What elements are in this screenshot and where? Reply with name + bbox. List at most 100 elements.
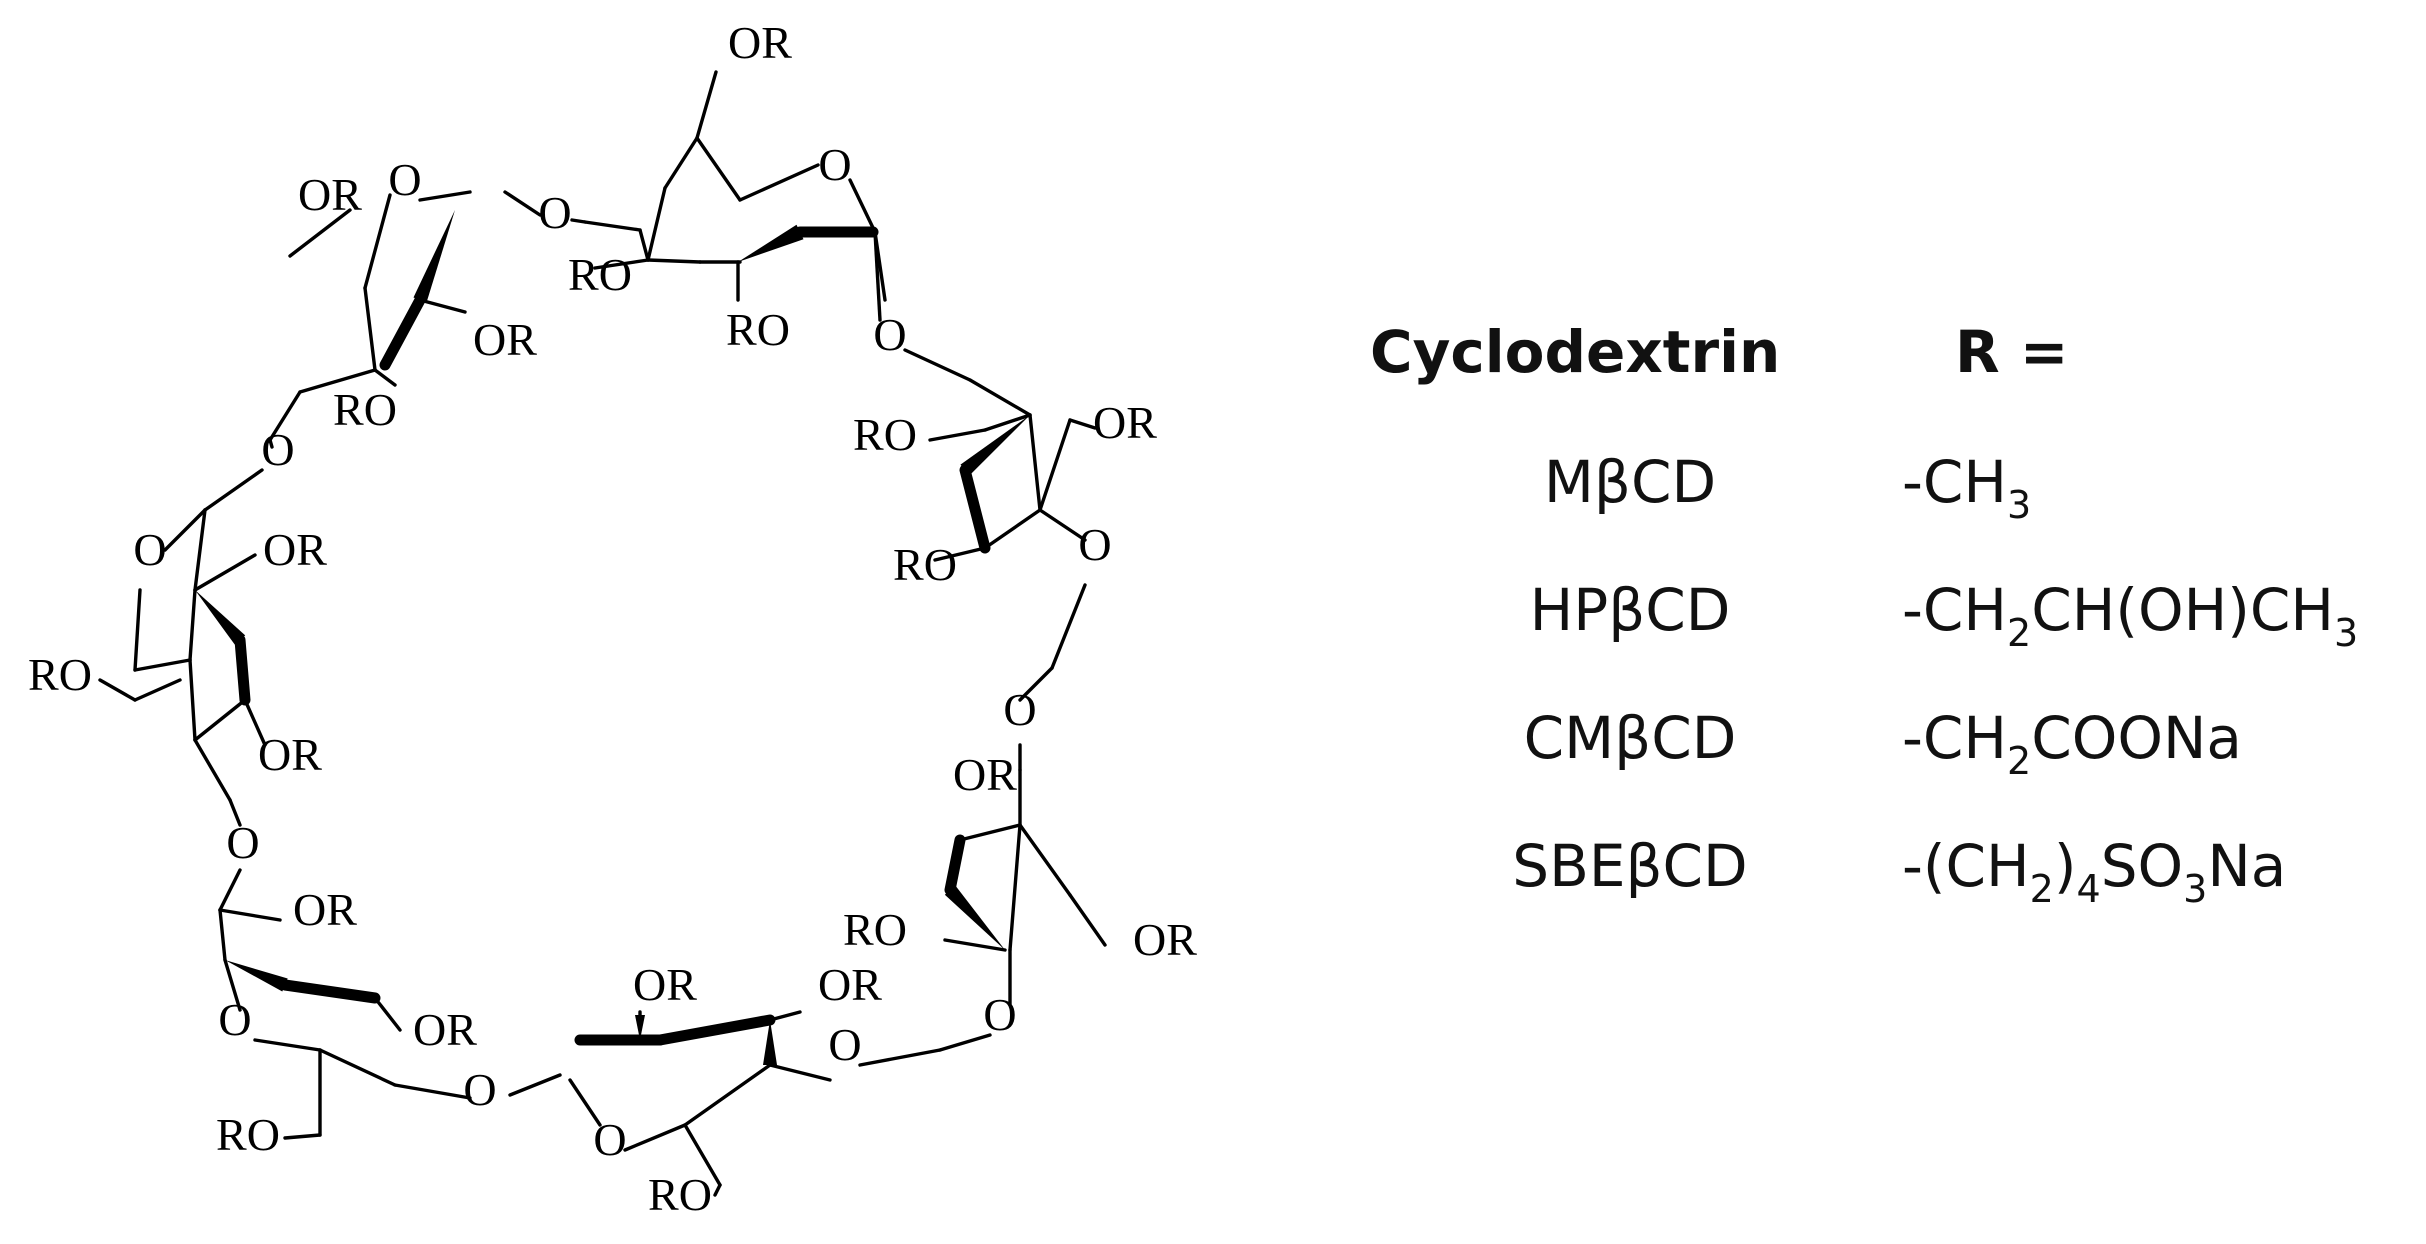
ro-group-label: RO [333, 384, 397, 435]
bond-line [418, 190, 472, 202]
bond-line [218, 908, 227, 962]
ro-group-label: RO [648, 1169, 712, 1220]
bold-bond [654, 1014, 776, 1046]
wedge-bond [763, 1020, 777, 1065]
bond-line [713, 1183, 722, 1197]
bond-line [983, 413, 1032, 432]
bond-line [695, 70, 718, 140]
bond-line [695, 136, 742, 202]
bond-line [646, 186, 667, 262]
bond-line [363, 193, 392, 290]
bond-line [1050, 583, 1087, 670]
bold-bond [379, 294, 426, 371]
bond-line [163, 508, 207, 552]
subscript: 3 [2007, 483, 2032, 527]
bond-line [268, 390, 302, 442]
bond-line [393, 1083, 472, 1100]
bond-line [570, 218, 587, 224]
bond-line [228, 798, 242, 827]
or-group-label: OR [953, 749, 1017, 800]
bond-line [1068, 418, 1097, 430]
ring-oxygen-label: O [218, 994, 251, 1045]
bond-line [193, 553, 257, 592]
bond-line [1038, 418, 1072, 512]
bond-line [593, 258, 650, 270]
ro-group-label: RO [726, 304, 790, 355]
bond-line [873, 230, 882, 322]
bond-line [638, 228, 650, 262]
formula-text: SO [2100, 832, 2184, 900]
glycosidic-oxygen-label: O [538, 187, 571, 238]
bond-line [938, 1033, 992, 1052]
bond-line [1018, 823, 1072, 897]
ring-oxygen-label: O [818, 139, 851, 190]
subscript: 3 [2333, 611, 2359, 655]
ro-group-label: RO [28, 649, 92, 700]
bond-line [218, 908, 282, 922]
ro-group-label: RO [893, 539, 957, 590]
bond-line [193, 698, 247, 742]
glycosidic-oxygen-label: O [261, 424, 294, 475]
ro-group-label: RO [853, 409, 917, 460]
cyclodextrin-name: MβCD [1543, 448, 1717, 516]
wedge-bond [635, 1015, 645, 1040]
bond-line [1068, 893, 1107, 947]
bond-line [508, 1073, 562, 1097]
bond-line [253, 1038, 322, 1052]
wedge-bond [960, 415, 1030, 476]
or-group-label: OR [473, 314, 537, 365]
ring-oxygen-label: O [593, 1114, 626, 1165]
formula-text: ) [2053, 832, 2077, 900]
bond-line [243, 698, 267, 747]
substituent-formula: -CH2CH(OH)CH3 [1902, 576, 2358, 655]
bond-line [663, 136, 699, 190]
formula-text: Na [2207, 832, 2287, 900]
bond-line [738, 163, 820, 202]
bond-line [133, 678, 182, 702]
bond-line [418, 298, 467, 314]
bond-line [373, 368, 397, 387]
bond-line [683, 1063, 772, 1127]
or-group-label: OR [1093, 397, 1157, 448]
substituent-formula: -(CH2)4SO3Na [1902, 832, 2287, 911]
or-group-label: OR [413, 1004, 477, 1055]
bold-bond [279, 979, 381, 1004]
bond-line [1008, 823, 1022, 952]
bond-line [928, 428, 987, 442]
bond-line [768, 1010, 802, 1022]
bold-bond [234, 634, 251, 706]
bond-line [1018, 666, 1054, 702]
ring-oxygen-label: O [133, 524, 166, 575]
bond-line [203, 468, 264, 512]
bond-line [223, 958, 242, 1012]
or-group-label: OR [258, 729, 322, 780]
or-group-label: OR [293, 884, 357, 935]
bond-line [193, 738, 232, 802]
subscript: 2 [2029, 867, 2054, 911]
wedge-bond [413, 210, 455, 303]
bond-line [298, 368, 377, 394]
bond-line [218, 868, 242, 912]
or-group-label: OR [263, 524, 327, 575]
substituent-formula: -CH2COONa [1902, 704, 2242, 783]
subscript: 2 [2007, 739, 2032, 783]
or-group-label: OR [298, 169, 362, 220]
bond-line [968, 378, 1032, 417]
bold-bond [959, 464, 991, 554]
bond-line [283, 1133, 322, 1140]
glycosidic-oxygen-label: O [828, 1019, 861, 1070]
wedge-bond [225, 960, 288, 992]
ro-group-label: RO [568, 249, 632, 300]
glycosidic-oxygen-label: O [1003, 684, 1036, 735]
bond-line [858, 1048, 942, 1067]
or-group-label: OR [728, 17, 792, 68]
ring-oxygen-label: O [388, 154, 421, 205]
bond-line [583, 220, 642, 232]
bond-line [646, 258, 702, 264]
glycosidic-oxygen-label: O [463, 1064, 496, 1115]
bond-line [933, 546, 987, 562]
bond-line [193, 508, 207, 592]
formula-text: -CH [1902, 704, 2008, 772]
or-group-label: OR [1133, 914, 1197, 965]
